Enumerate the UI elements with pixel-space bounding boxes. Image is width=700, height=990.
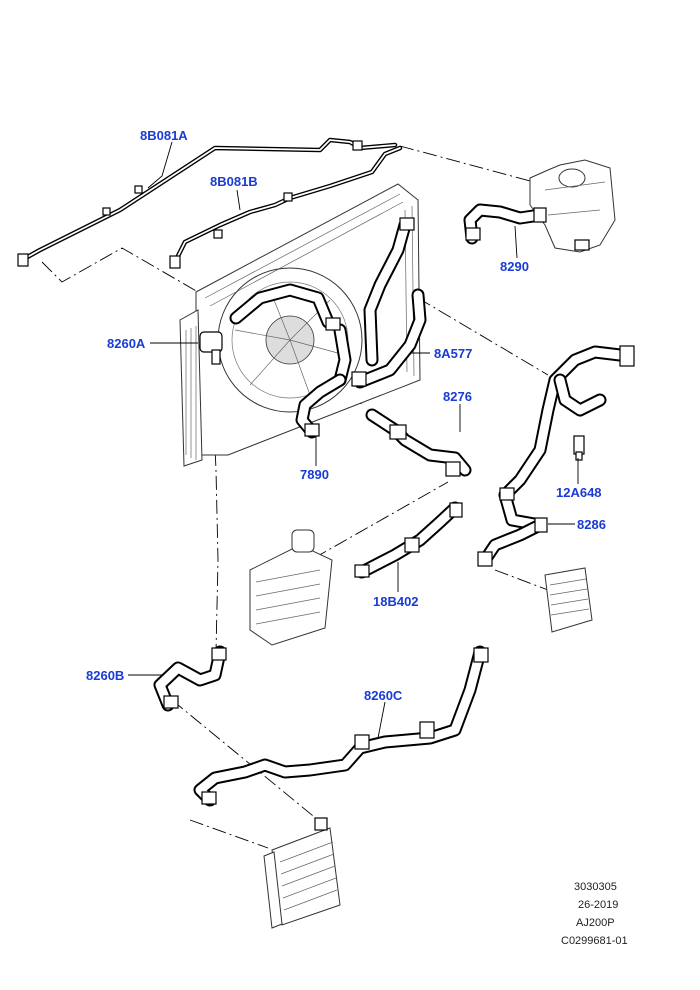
hose-8260C[interactable] [193, 645, 489, 807]
label-8286: 8286 [577, 517, 606, 532]
label-12A648: 12A648 [556, 485, 602, 500]
hose-8276[interactable] [365, 408, 472, 477]
reference-block: 3030305 26-2019 AJ200P C0299681-01 [561, 881, 628, 947]
hose-8290[interactable] [463, 203, 547, 245]
reference-code: 3030305 [574, 881, 617, 893]
label-8260B: 8260B [86, 668, 124, 683]
label-8B081A: 8B081A [140, 128, 188, 143]
hose-upper-assembly[interactable] [229, 217, 427, 389]
oil-cooler [544, 567, 593, 633]
label-8276: 8276 [443, 389, 472, 404]
expansion-tank [529, 159, 616, 253]
label-8290: 8290 [500, 259, 529, 274]
connector-8260A[interactable] [199, 331, 223, 365]
reference-drawing-number: C0299681-01 [561, 935, 628, 947]
label-7890: 7890 [300, 467, 329, 482]
pipe-8B081A[interactable] [17, 137, 398, 267]
label-8A577: 8A577 [434, 346, 472, 361]
pipe-18B402[interactable] [354, 501, 463, 579]
hose-7890[interactable] [295, 373, 347, 439]
pipe-8B081B[interactable] [169, 145, 403, 269]
label-8B081B: 8B081B [210, 174, 258, 189]
sensor-12A648[interactable] [573, 435, 585, 461]
hose-8260B[interactable] [153, 645, 227, 712]
part-labels: 8B081A 8B081B 8290 8260A 8A577 8276 7890… [86, 128, 606, 703]
label-18B402: 18B402 [373, 594, 419, 609]
auxiliary-radiator [263, 817, 341, 929]
leader-lines [128, 141, 579, 739]
label-8260A: 8260A [107, 336, 146, 351]
label-8260C: 8260C [364, 688, 403, 703]
reference-model: AJ200P [576, 917, 615, 929]
hose-8286[interactable] [477, 345, 635, 567]
reference-date: 26-2019 [578, 899, 618, 911]
intercooler [249, 529, 333, 646]
